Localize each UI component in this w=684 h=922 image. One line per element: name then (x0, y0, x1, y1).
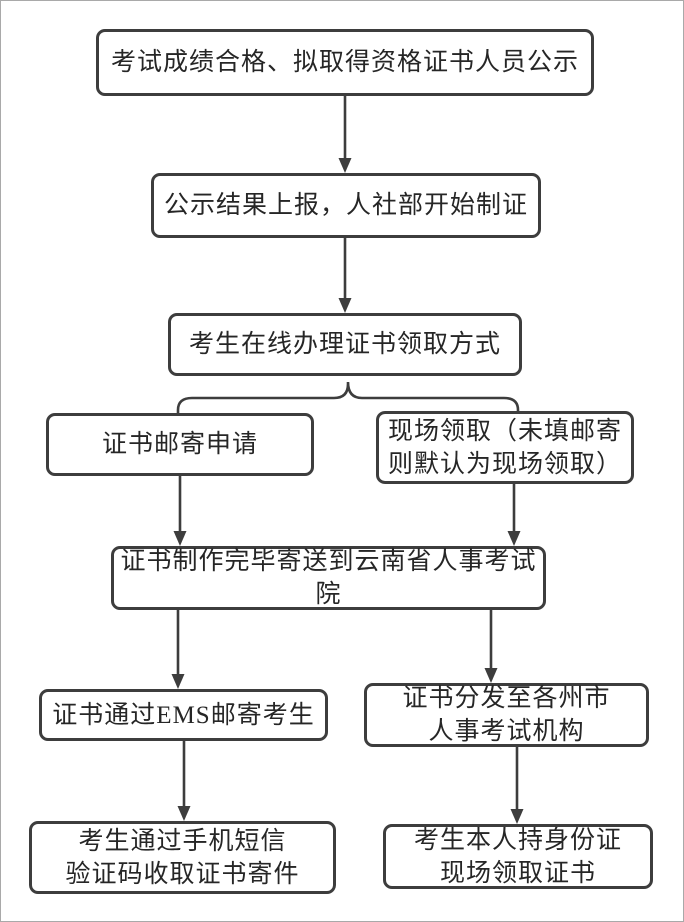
arrowhead (338, 298, 352, 313)
arrowhead (177, 806, 191, 821)
flow-node-mail-apply: 证书邮寄申请 (46, 413, 314, 476)
flow-node-publicity: 考试成绩合格、拟取得资格证书人员公示 (96, 29, 594, 96)
flow-node-choose-method: 考生在线办理证书领取方式 (168, 313, 522, 376)
brace-split-connector (176, 381, 520, 413)
arrowhead (507, 531, 521, 546)
flow-node-onsite-default: 现场领取（未填邮寄 则默认为现场领取） (376, 411, 634, 484)
flow-node-report-make-cert: 公示结果上报，人社部开始制证 (151, 173, 541, 238)
arrowhead (171, 674, 185, 689)
flow-node-distribute-city: 证书分发至各州市 人事考试机构 (364, 683, 649, 747)
flow-node-sms-receive: 考生通过手机短信 验证码收取证书寄件 (29, 821, 336, 894)
arrowhead (484, 668, 498, 683)
arrowhead (510, 809, 524, 824)
flow-node-id-card-pickup: 考生本人持身份证 现场领取证书 (383, 824, 653, 889)
flow-node-sent-to-institute: 证书制作完毕寄送到云南省人事考试院 (111, 546, 546, 610)
arrowhead (338, 158, 352, 173)
arrowhead (173, 531, 187, 546)
flow-node-ems-to-candidate: 证书通过EMS邮寄考生 (39, 689, 328, 741)
